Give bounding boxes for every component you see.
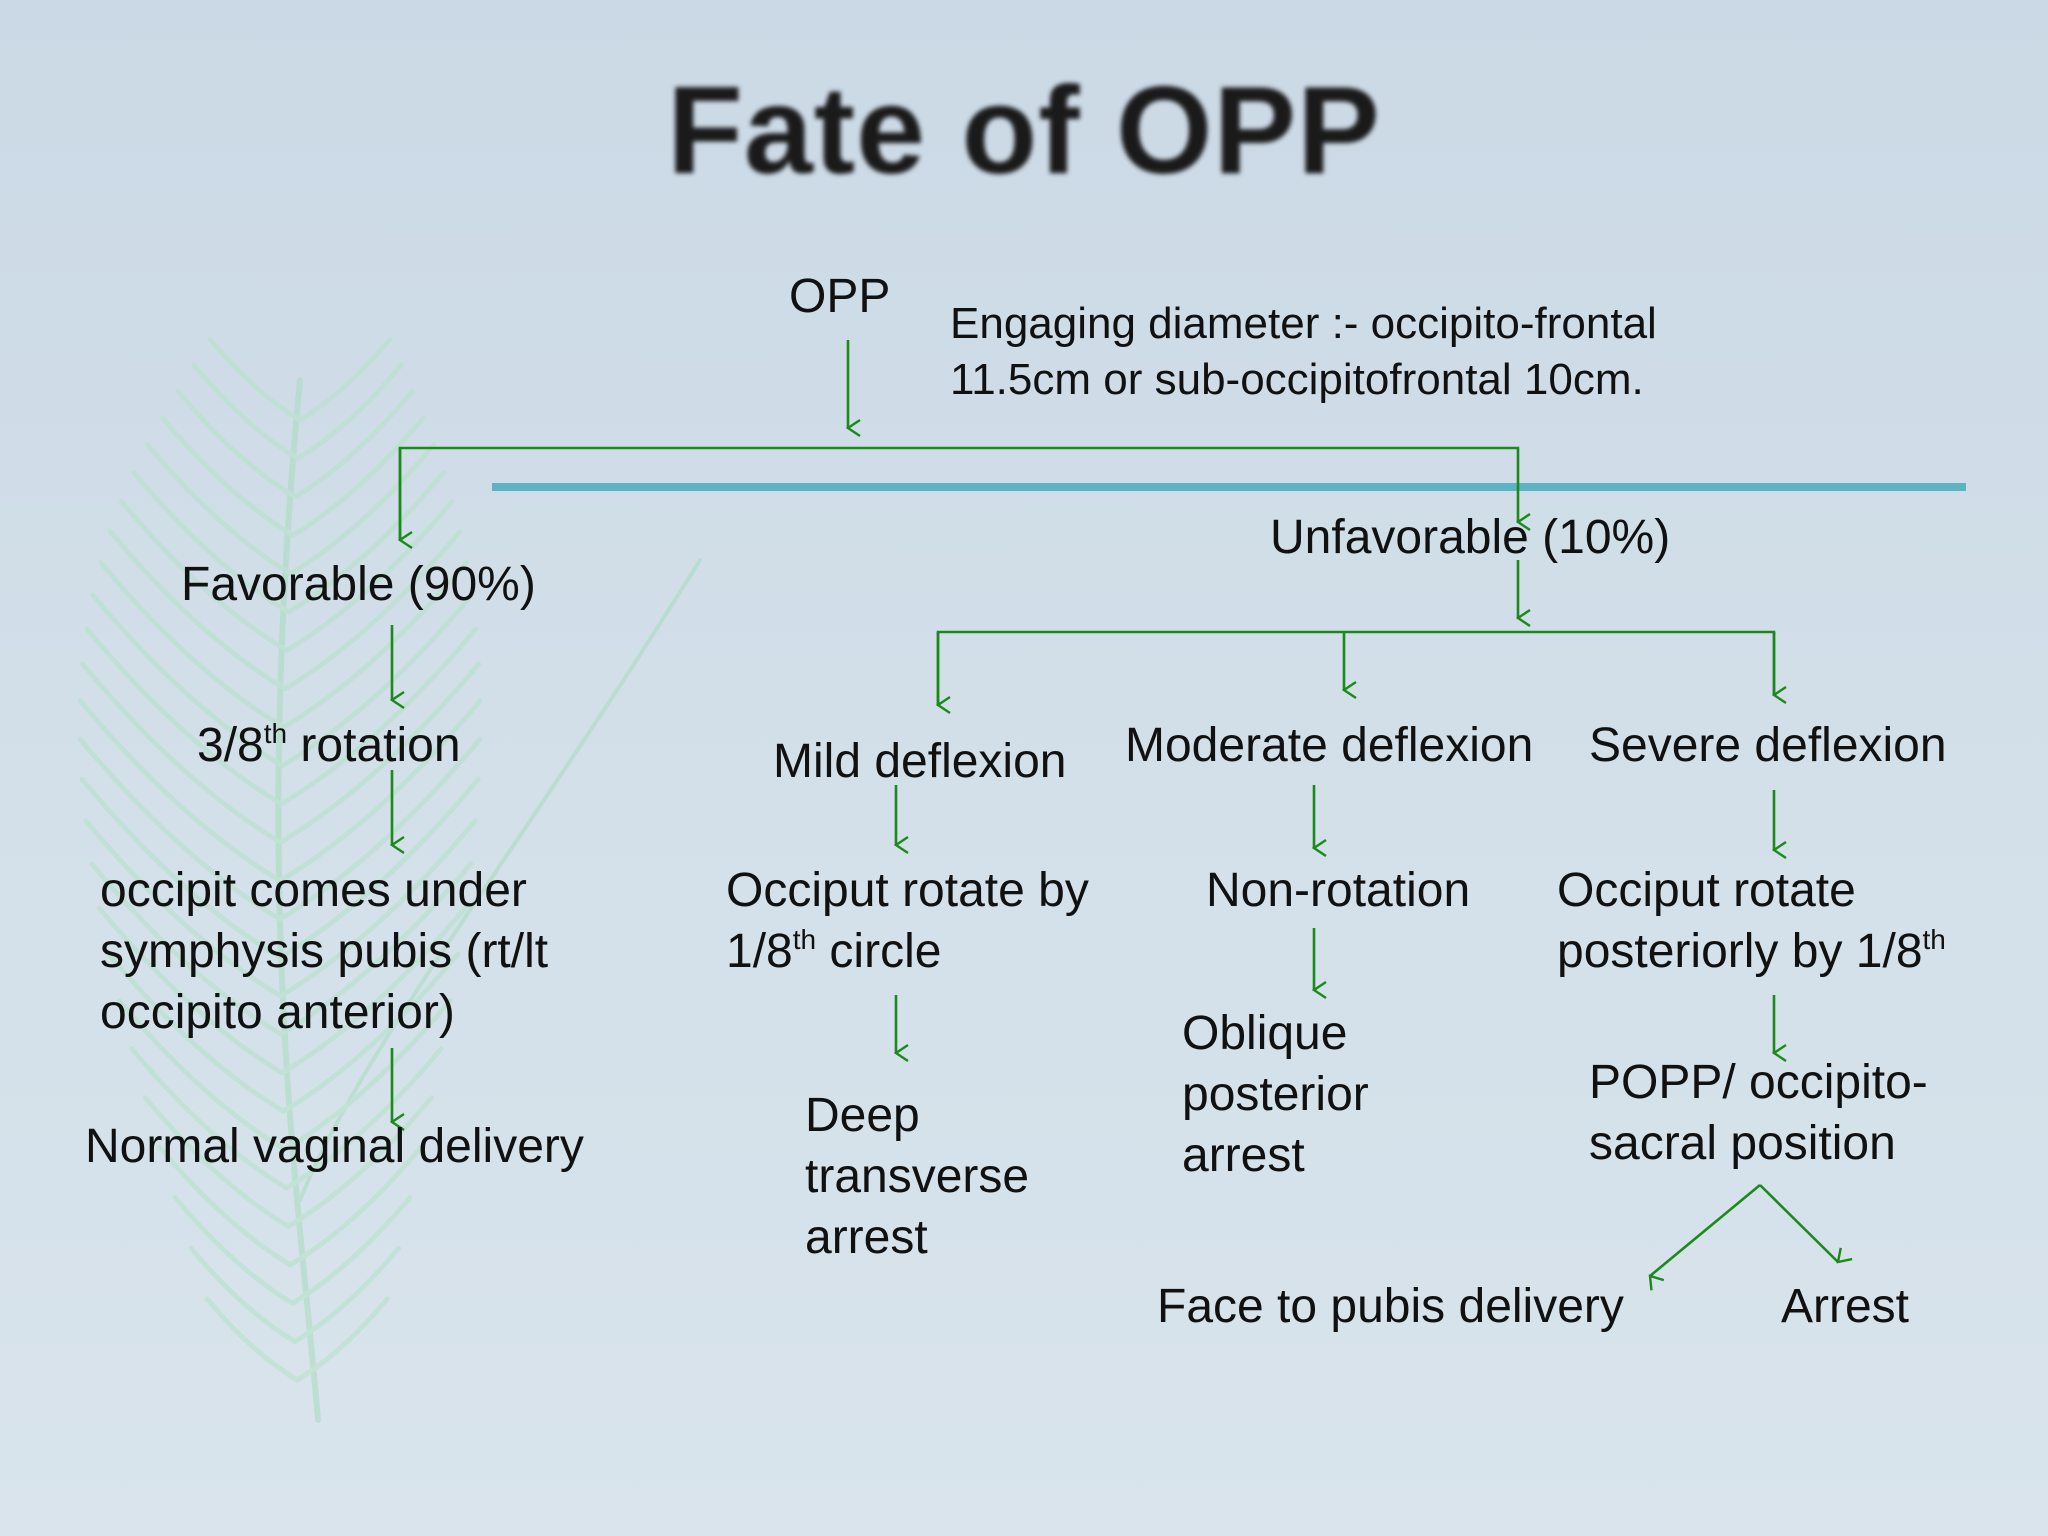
node-oblique-posterior-3: arrest bbox=[1182, 1129, 1305, 1182]
node-fav-rotation: 3/8th rotation bbox=[197, 718, 461, 772]
engaging-diameter-line1: Engaging diameter :- occipito-frontal bbox=[950, 299, 1657, 348]
fern-leaflet-left bbox=[106, 951, 286, 1114]
node-oblique-posterior-2: posterior bbox=[1182, 1068, 1369, 1121]
fern-leaflet-left bbox=[96, 905, 285, 1076]
fern-leaflet-left bbox=[191, 362, 301, 461]
fern-leaflet-right bbox=[282, 529, 463, 692]
fern-leaflet-right bbox=[279, 592, 475, 769]
fern-leaflet-right bbox=[278, 818, 478, 999]
node-popp-1: POPP/ occipito- bbox=[1589, 1056, 1928, 1109]
fern-leaflet-left bbox=[77, 736, 283, 922]
fern-leaflet-left bbox=[83, 818, 284, 999]
node-severe-deflexion: Severe deflexion bbox=[1589, 719, 1947, 772]
fern-leaflet-right bbox=[297, 336, 393, 423]
fern-leaflet-left bbox=[204, 1296, 300, 1383]
node-mild-deflexion: Mild deflexion bbox=[773, 735, 1067, 788]
fern-leaflet-left bbox=[131, 470, 292, 615]
arrow-face-to-pubis bbox=[1650, 1183, 1761, 1276]
node-deep-transverse-2: transverse bbox=[805, 1150, 1030, 1203]
arrow-arrest bbox=[1759, 1184, 1838, 1262]
node-favorable: Favorable (90%) bbox=[181, 558, 536, 611]
node-face-to-pubis-delivery: Face to pubis delivery bbox=[1157, 1280, 1624, 1333]
fern-leaflet-left bbox=[77, 698, 283, 884]
node-severe-rotate-2: posteriorly by 1/8th bbox=[1557, 924, 1946, 978]
fern-leaflet-right bbox=[286, 470, 446, 615]
node-mild-rotate-1: Occiput rotate by bbox=[726, 864, 1089, 917]
fern-leaflet-right bbox=[282, 998, 453, 1153]
node-deep-transverse-1: Deep bbox=[805, 1089, 920, 1142]
fern-leaflet-right bbox=[281, 560, 469, 730]
fern-leaflet-left bbox=[98, 560, 287, 730]
fern-leaflet-left bbox=[175, 388, 298, 500]
node-opp: OPP bbox=[789, 270, 891, 323]
fern-leaflet-right bbox=[284, 499, 455, 653]
node-arrest: Arrest bbox=[1781, 1280, 1910, 1333]
node-unfavorable: Unfavorable (10%) bbox=[1270, 511, 1671, 564]
fern-leaflet-left bbox=[117, 998, 288, 1153]
fern-leaflet-right bbox=[283, 1046, 444, 1191]
fern-leaflet-right bbox=[280, 951, 461, 1114]
node-fav-occipit-3: occipito anterior) bbox=[100, 986, 455, 1039]
node-normal-vaginal-delivery: Normal vaginal delivery bbox=[85, 1120, 584, 1173]
fern-leaflet-left bbox=[129, 1046, 289, 1191]
fern-leaflet-right bbox=[279, 905, 468, 1076]
node-fav-occipit-1: occipit comes under bbox=[100, 864, 527, 917]
fern-leaflet-right bbox=[292, 388, 416, 500]
fern-leaflet-left bbox=[145, 442, 294, 577]
fern-leaflet-right bbox=[278, 661, 482, 845]
node-severe-rotate-1: Occiput rotate bbox=[1557, 864, 1856, 917]
node-deep-transverse-3: arrest bbox=[805, 1211, 928, 1264]
node-popp-2: sacral position bbox=[1589, 1117, 1896, 1170]
node-fav-occipit-2: symphysis pubis (rt/lt bbox=[100, 925, 549, 978]
fern-leaflet-right bbox=[290, 1195, 413, 1306]
fern-leaflet-left bbox=[107, 529, 288, 692]
fern-leaflet-left bbox=[89, 861, 284, 1037]
fern-leaflet-left bbox=[90, 592, 285, 769]
fern-leaflet-right bbox=[288, 442, 437, 577]
node-non-rotation: Non-rotation bbox=[1206, 864, 1471, 917]
fern-leaflet-right bbox=[290, 415, 426, 538]
fern-leaflet-left bbox=[142, 1095, 291, 1229]
fern-leaflet-left bbox=[79, 776, 283, 961]
fern-leaflet-left bbox=[119, 499, 290, 653]
fern-leaflet-right bbox=[294, 1296, 390, 1383]
node-mild-rotate-2: 1/8th circle bbox=[726, 924, 942, 978]
fern-leaflet-right bbox=[287, 1144, 424, 1268]
fern-leaflet-left bbox=[157, 1144, 293, 1268]
fern-leaflet-right bbox=[292, 1245, 402, 1345]
engaging-diameter-line2: 11.5cm or sub-occipitofrontal 10cm. bbox=[950, 355, 1644, 404]
fern-leaflet-left bbox=[172, 1195, 296, 1306]
fern-leaflet-right bbox=[278, 626, 479, 807]
fern-leaflet-right bbox=[277, 776, 481, 961]
fern-leaflet-left bbox=[80, 661, 284, 845]
fern-leaflet-right bbox=[285, 1095, 434, 1229]
node-oblique-posterior-1: Oblique bbox=[1182, 1007, 1348, 1060]
fern-leaflet-left bbox=[84, 626, 284, 807]
branch-deflexion bbox=[936, 630, 1776, 705]
fern-leaflet-right bbox=[278, 861, 474, 1037]
node-moderate-deflexion: Moderate deflexion bbox=[1125, 719, 1534, 772]
slide-title: Fate of OPP bbox=[667, 62, 1381, 200]
fern-leaflet-left bbox=[159, 415, 296, 538]
fern-leaflet-right bbox=[277, 698, 483, 884]
fern-leaflet-right bbox=[277, 736, 483, 922]
fern-leaflet-right bbox=[295, 362, 404, 461]
fern-leaflet-left bbox=[188, 1245, 298, 1345]
fern-leaflet-left bbox=[207, 336, 303, 423]
